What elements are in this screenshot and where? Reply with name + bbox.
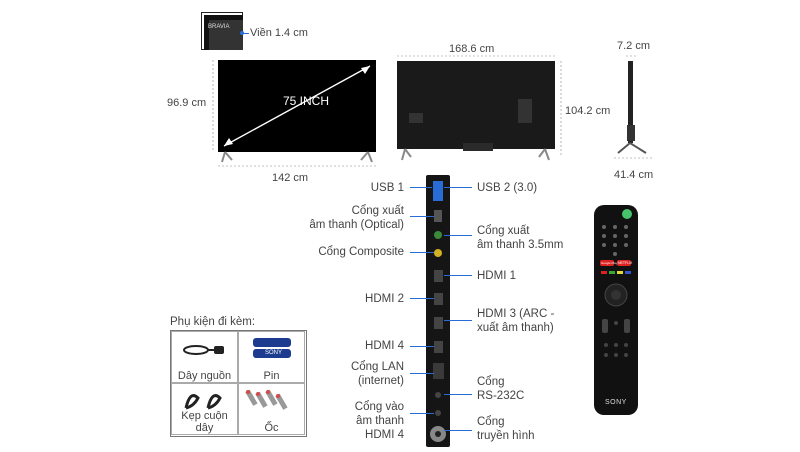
front-width-label: 142 cm [272, 172, 309, 184]
accessories-title: Phụ kiện đi kèm: [170, 316, 256, 328]
pointer-composite [410, 252, 434, 253]
remote-control: Google Play NETFLIX SONY [594, 205, 638, 415]
side-view [610, 55, 660, 160]
port-label-rs232c: Cổng RS-232C [477, 376, 525, 402]
battery-icon [253, 338, 291, 358]
pointer-usb1 [410, 187, 432, 188]
pointer-hdmi1 [444, 275, 472, 276]
port-label-optical: Cổng xuất âm thanh (Optical) [309, 205, 404, 231]
port-label-usb2: USB 2 (3.0) [477, 182, 538, 194]
back-height-label: 104.2 cm [565, 105, 611, 117]
power-cord-icon [183, 345, 224, 355]
back-tv-drawing [397, 55, 562, 161]
pointer-lan [410, 373, 434, 374]
port-label-antenna: Cổng truyền hình [477, 416, 535, 442]
battery-brand-text: SONY [265, 350, 283, 356]
port-label-hdmi1: HDMI 1 [477, 270, 516, 282]
side-tv-drawing [614, 55, 652, 159]
front-height-label: 96.9 cm [167, 97, 207, 109]
bezel-detail: BRAVIA [201, 12, 243, 50]
remote-brand: SONY [605, 399, 627, 406]
pointer-audio-out [444, 235, 472, 236]
front-view: 75 INCH [210, 58, 378, 170]
remote-netflix-label: NETFLIX [618, 261, 633, 265]
bezel-label: Viền 1.4 cm [250, 27, 308, 39]
pointer-hdmi3 [444, 320, 472, 321]
accessory-cell-power-cord: Dây nguồn [171, 331, 238, 383]
accessory-label: Dây nguồn [177, 370, 232, 382]
pointer-antenna [444, 430, 472, 431]
diagonal-label: 75 INCH [283, 94, 330, 108]
accessory-label: Pin [263, 370, 280, 382]
port-panel [426, 175, 450, 447]
cable-clip-icon [184, 394, 222, 410]
bezel-pointer-line [243, 33, 249, 34]
accessory-cell-battery: SONY Pin [238, 331, 305, 383]
remote-google-play-label: Google Play [601, 261, 618, 265]
accessory-cell-cable-clip: Kẹp cuộn dây [171, 383, 238, 435]
port-label-hdmi2: HDMI 2 [365, 293, 404, 305]
port-label-hdmi4: HDMI 4 [365, 340, 404, 352]
front-tv-drawing [212, 60, 376, 167]
back-width-label: 168.6 cm [449, 43, 495, 55]
accessory-label: Ốc [264, 422, 279, 434]
port-panel-drawing [430, 181, 446, 442]
port-label-hdmi3: HDMI 3 (ARC - xuất âm thanh) [477, 308, 555, 334]
port-label-audio-in: Cổng vào âm thanh HDMI 4 [354, 401, 404, 441]
port-label-composite: Cổng Composite [318, 246, 404, 258]
accessory-cell-screws: Ốc [238, 383, 305, 435]
accessories-table: Dây nguồn SONY Pin Kẹp cuộn dây [170, 330, 307, 437]
bezel-closeup-image [201, 12, 243, 50]
pointer-usb2 [444, 187, 472, 188]
back-view [393, 55, 563, 165]
port-label-lan: Cổng LAN (internet) [350, 361, 404, 387]
accessory-label: Kẹp cuộn dây [181, 410, 228, 434]
pointer-audio-in [410, 413, 434, 414]
pointer-hdmi2 [410, 298, 434, 299]
side-depth-top-label: 7.2 cm [617, 40, 651, 52]
port-label-usb1: USB 1 [370, 182, 404, 194]
pointer-optical [410, 216, 434, 217]
port-label-audio-out: Cổng xuất âm thanh 3.5mm [477, 225, 564, 251]
side-depth-base-label: 41.4 cm [614, 169, 654, 181]
pointer-rs232c [444, 394, 472, 395]
screws-icon [245, 389, 288, 410]
remote-buttons-drawing [600, 209, 632, 357]
pointer-hdmi4 [410, 346, 434, 347]
bezel-pointer-dot [240, 31, 244, 35]
bezel-brand-text: BRAVIA [208, 24, 230, 30]
